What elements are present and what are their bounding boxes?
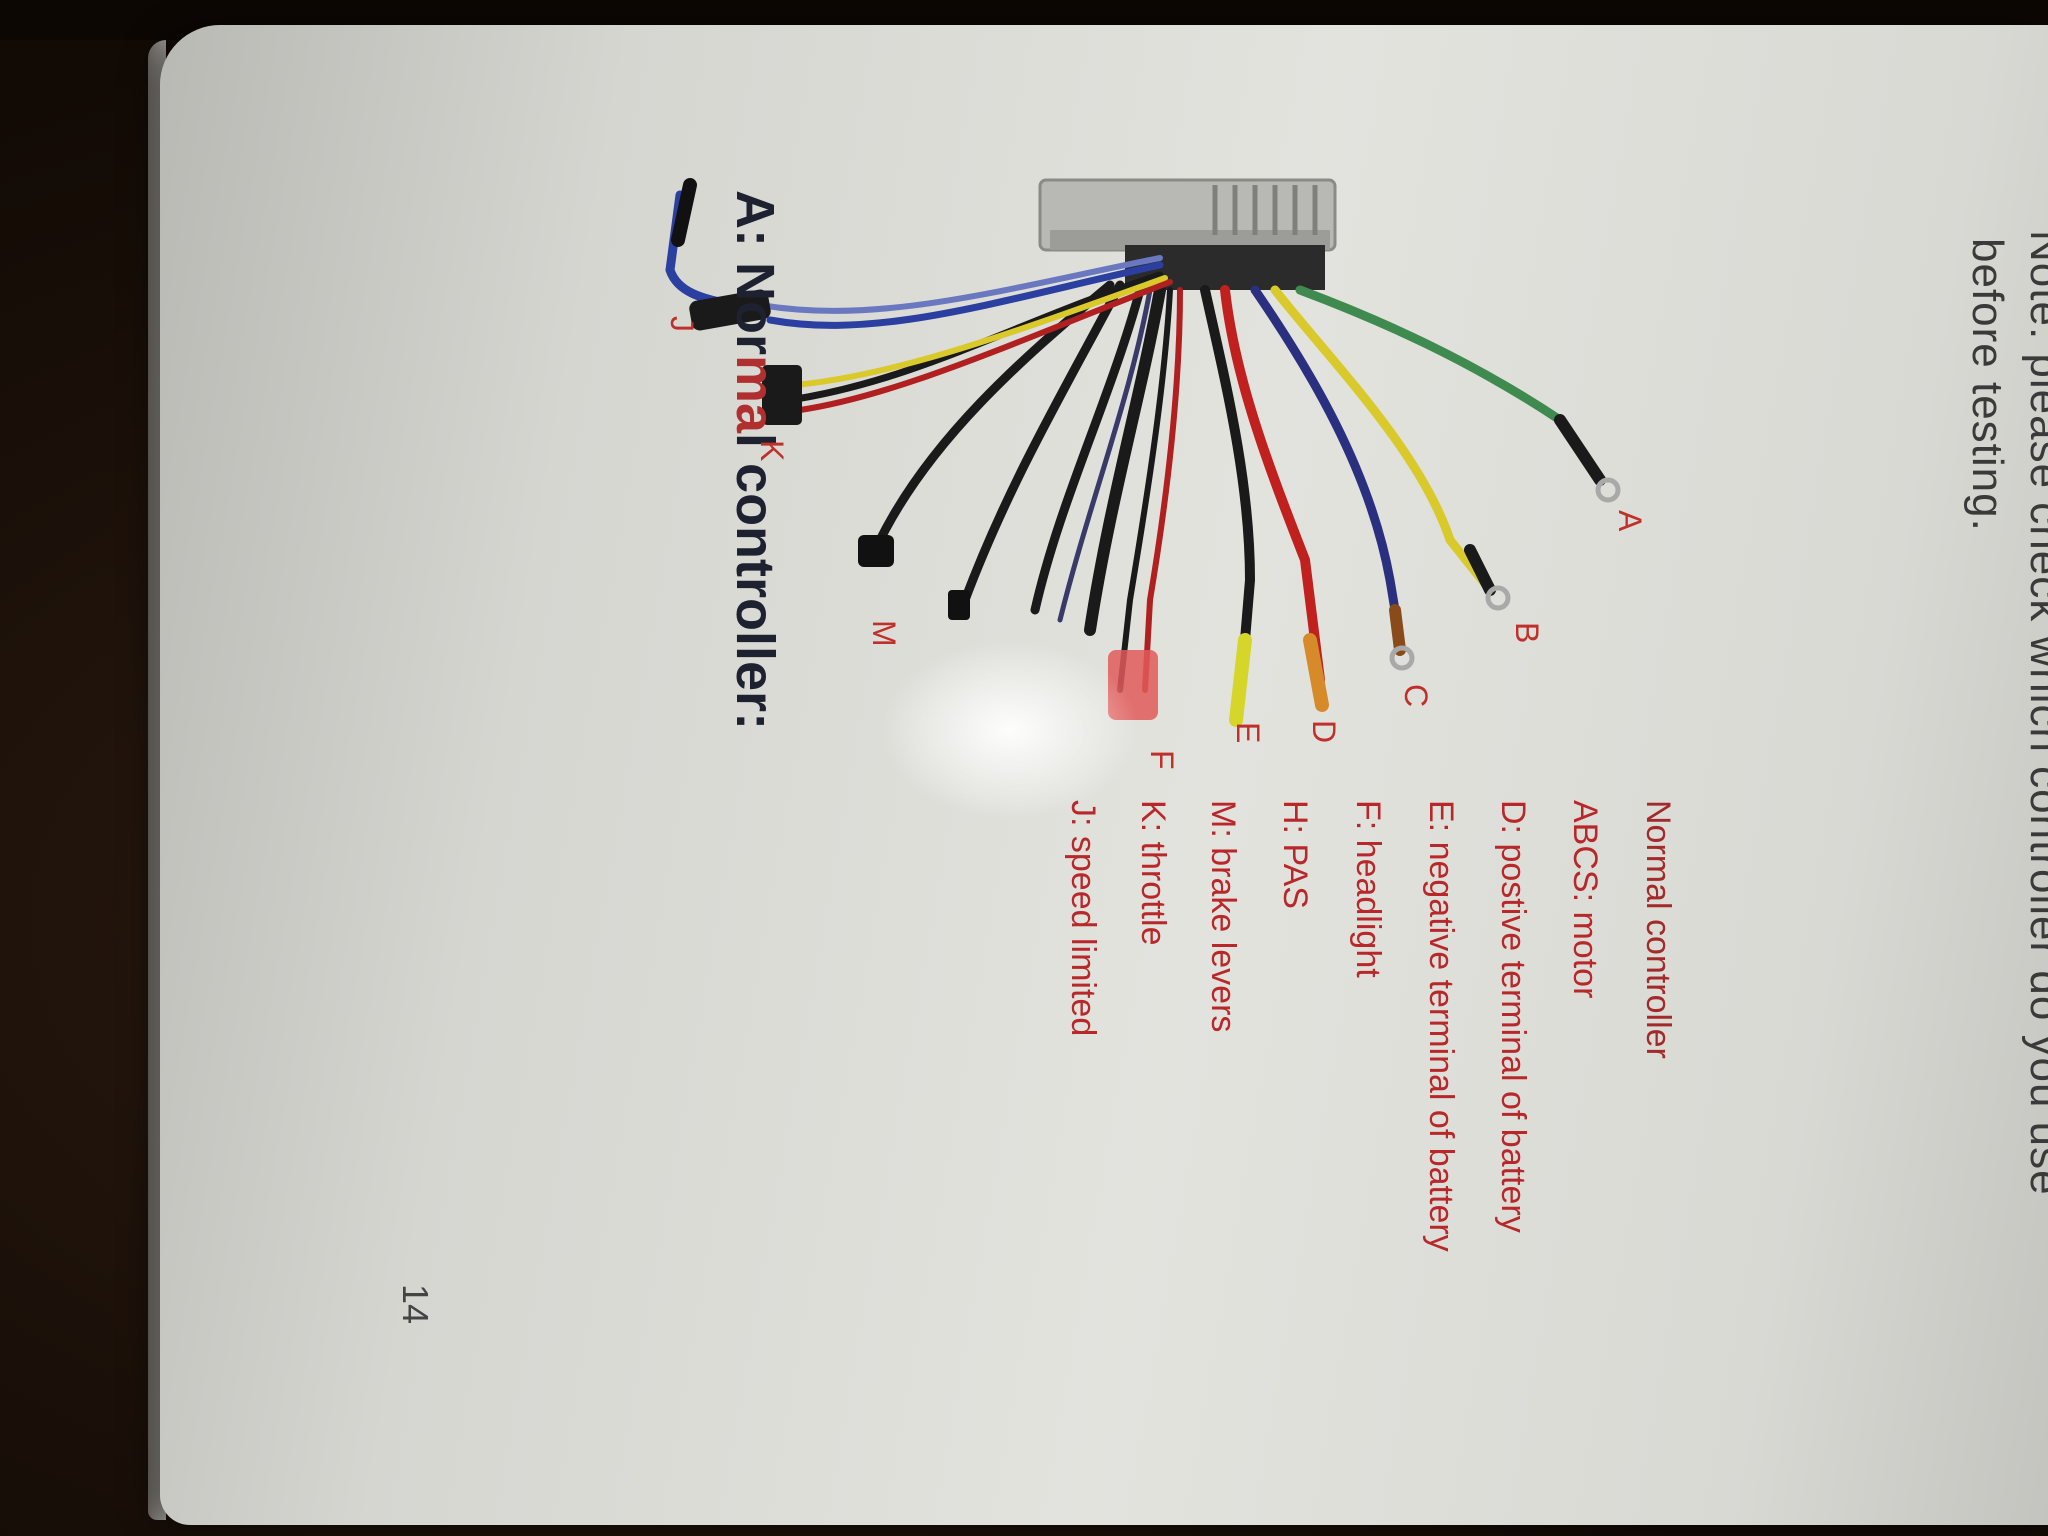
legend-item: ABCS: motor <box>1566 800 1604 999</box>
ring-terminals <box>1389 477 1621 671</box>
wire-label-m: M <box>866 620 902 647</box>
legend-item: Normal controller <box>1639 800 1677 1059</box>
page-number: 14 <box>395 1284 436 1325</box>
legend-item: H: PAS <box>1276 800 1314 909</box>
heading-accent: ma <box>725 354 785 434</box>
wire-label-c: C <box>1398 684 1434 708</box>
legend-item: J: speed limited <box>1064 800 1102 1037</box>
controller-box <box>1038 178 1337 290</box>
note-line-bottom: before testing. <box>1963 238 2012 532</box>
legend-item: M: brake levers <box>1204 800 1242 1033</box>
legend-item: F: headlight <box>1349 800 1387 978</box>
legend-item: E: negative terminal of battery <box>1422 800 1460 1252</box>
wire-label-f: F <box>1144 750 1180 770</box>
legend-item: K: throttle <box>1134 800 1172 946</box>
heading-suffix: l controller: <box>725 433 785 731</box>
wire-label-b: B <box>1509 622 1545 644</box>
wire-label-e: E <box>1230 722 1266 744</box>
camera-flash-glare <box>880 640 1140 820</box>
wire-label-k: K <box>754 440 790 462</box>
legend-item: D: postive terminal of battery <box>1494 800 1532 1233</box>
note-line-top: Note: please check which controller do y… <box>2021 230 2048 1196</box>
heading-prefix: A: Nor <box>725 190 785 355</box>
wire-label-j: J <box>664 316 700 332</box>
wire-bundle <box>665 178 1606 727</box>
wire-label-d: D <box>1306 720 1342 744</box>
wire-label-a: A <box>1612 510 1648 532</box>
